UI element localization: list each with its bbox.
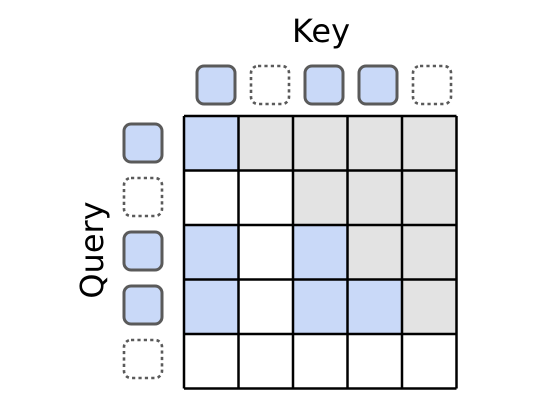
query-axis-label: Query [73,201,111,298]
mask-cell-empty [184,334,239,389]
query-token-column [122,122,164,380]
mask-cell-empty [184,170,239,225]
attention-mask-grid [184,116,457,389]
key-token-masked [411,64,453,106]
key-token-row [195,64,453,106]
mask-cell-future [402,116,457,171]
mask-cell-empty [238,279,293,334]
mask-cell-future [402,225,457,280]
mask-cell-attend [293,225,348,280]
attention-mask-grid-lines [182,114,458,390]
query-token-masked [122,338,164,380]
key-token-active [195,64,237,106]
mask-cell-empty [293,334,348,389]
query-token-masked [122,176,164,218]
mask-cell-attend [184,225,239,280]
mask-cell-empty [238,225,293,280]
mask-cell-attend [347,279,402,334]
mask-cell-attend [184,279,239,334]
key-axis-label: Key [292,12,350,50]
key-token-masked [249,64,291,106]
key-token-active [303,64,345,106]
mask-cell-attend [293,279,348,334]
query-token-active [122,122,164,164]
mask-cell-attend [184,116,239,171]
query-token-active [122,284,164,326]
mask-cell-future [402,279,457,334]
query-token-active [122,230,164,272]
mask-cell-future [402,170,457,225]
mask-cell-future [238,116,293,171]
mask-cell-future [347,116,402,171]
mask-cell-future [347,170,402,225]
mask-cell-future [293,170,348,225]
mask-cell-empty [238,170,293,225]
mask-cell-future [293,116,348,171]
mask-cell-empty [402,334,457,389]
mask-cell-empty [238,334,293,389]
mask-cell-empty [347,334,402,389]
key-token-active [357,64,399,106]
mask-cell-future [347,225,402,280]
